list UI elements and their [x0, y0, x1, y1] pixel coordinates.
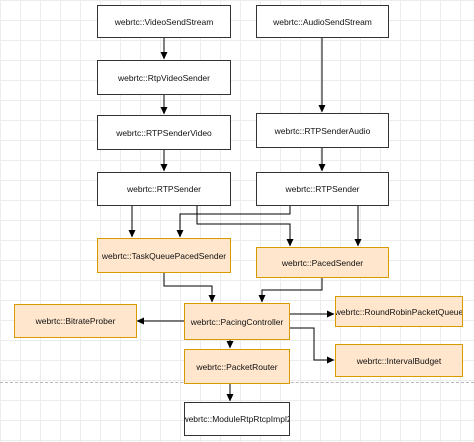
node-rtp-sender-video-path: webrtc::RTPSender [97, 172, 231, 206]
edge-pacingcontroller-intervalbudget [290, 327, 335, 364]
edge-rtpsender-audio-taskqueuepacedsender [176, 206, 291, 238]
edge-rtpsender-pacedsender [196, 206, 294, 247]
node-rtp-sender-video: webrtc::RTPSenderVideo [97, 115, 231, 150]
node-rtp-video-sender: webrtc::RtpVideoSender [97, 60, 231, 95]
node-round-robin-packet-queue: webrtc::RoundRobinPacketQueue [335, 296, 463, 327]
node-rtp-sender-audio-path: webrtc::RTPSender [256, 172, 389, 206]
node-pacing-controller: webrtc::PacingController [184, 303, 290, 340]
node-packet-router: webrtc::PacketRouter [184, 349, 290, 384]
node-audio-send-stream: webrtc::AudioSendStream [256, 5, 389, 38]
node-paced-sender: webrtc::PacedSender [256, 247, 389, 278]
edge-pacedsender-pacingcontroller [258, 278, 323, 303]
edge-taskqueuepacedsender-pacingcontroller [163, 273, 216, 303]
node-bitrate-prober: webrtc::BitrateProber [14, 304, 137, 338]
node-module-rtp-rtcp-impl2: webrtc::ModuleRtpRtcpImpl2 [184, 402, 290, 436]
node-task-queue-paced-sender: webrtc::TaskQueuePacedSender [97, 238, 231, 273]
node-video-send-stream: webrtc::VideoSendStream [97, 5, 231, 38]
node-rtp-sender-audio: webrtc::RTPSenderAudio [256, 113, 389, 148]
node-interval-budget: webrtc::IntervalBudget [335, 344, 463, 377]
